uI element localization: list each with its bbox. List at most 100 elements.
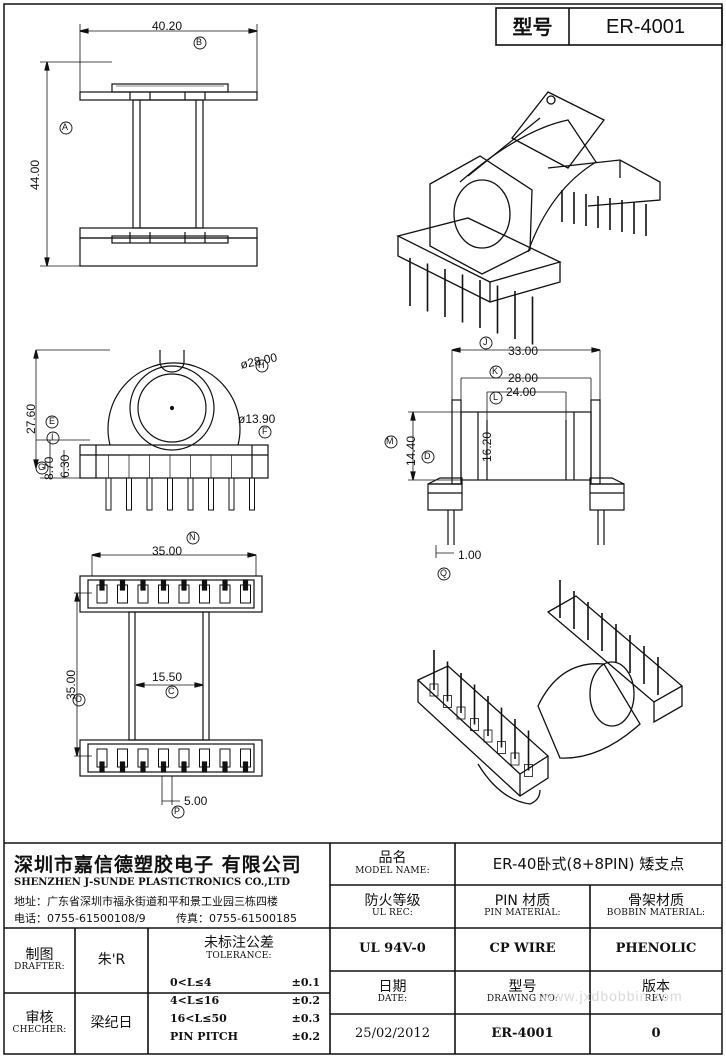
tolerance-range: 16<L≤50 — [170, 1012, 227, 1025]
bobbin-label: 骨架材质 BOBBIN MATERIAL: — [590, 885, 722, 928]
circle-k: K — [492, 366, 499, 376]
pin-dot — [201, 761, 208, 773]
dim-14-40: 14.40 — [404, 435, 418, 466]
tolerance-row: PIN PITCH ±0.2 — [170, 1028, 320, 1046]
dim-15-50: 15.50 — [152, 670, 183, 684]
checker-label-cn: 审核 — [25, 1009, 54, 1026]
date-label-en: DATE: — [377, 994, 408, 1005]
pin — [146, 477, 153, 511]
tolerance-label: 未标注公差 TOLERANCE: — [148, 932, 330, 966]
pin-dot — [140, 579, 146, 591]
pin-label-cn: PIN 材质 — [494, 892, 551, 909]
circle-p: P — [174, 806, 181, 816]
tolerance-range: PIN PITCH — [170, 1030, 239, 1043]
dim-40-20: 40.20 — [152, 19, 183, 33]
tolerance-label-cn: 未标注公差 — [204, 935, 274, 952]
pin — [208, 477, 214, 511]
pin — [187, 477, 194, 511]
circle-h: H — [258, 360, 265, 370]
pin-dot — [140, 761, 146, 773]
circle-i: I — [51, 432, 54, 442]
circle-m: M — [386, 436, 394, 446]
company-address: 地址：广东省深圳市福永街道和平和景工业园三栋四楼 — [14, 895, 278, 908]
dim-44-00: 44.00 — [28, 159, 42, 190]
ul-label: 防火等级 UL REC: — [330, 885, 455, 928]
model-name-value: ER-40卧式(8+8PIN) 矮支点 — [492, 854, 685, 873]
ul-label-cn: 防火等级 — [364, 892, 421, 909]
tolerance-value: ±0.3 — [291, 1012, 320, 1025]
pin-dot — [222, 761, 228, 773]
date-label: 日期 DATE: — [330, 971, 455, 1014]
company-tel: 电话：0755-61500108/9 — [14, 912, 146, 925]
pin-slot — [483, 729, 493, 743]
pin-dot — [242, 761, 249, 773]
tolerance-value: ±0.2 — [291, 994, 320, 1007]
model-name-label-en: MODEL NAME: — [355, 865, 430, 876]
rev-value: 0 — [651, 1025, 661, 1041]
tolerance-row: 4<L≤16 ±0.2 — [170, 992, 320, 1010]
drawing-no-label: 型号 DRAWING NO: — [455, 971, 590, 1014]
drafter-label-cn: 制图 — [25, 946, 54, 963]
pin-label-en: PIN MATERIAL: — [484, 908, 561, 919]
ul-label-en: UL REC: — [371, 908, 414, 919]
circle-a: A — [62, 122, 69, 132]
pin-value: CP WIRE — [489, 941, 556, 957]
pin — [167, 477, 173, 511]
pin-slot — [470, 718, 479, 731]
pin-slot — [429, 683, 439, 697]
dim-27-60: 27.60 — [24, 403, 38, 434]
circle-o: O — [75, 694, 83, 704]
pin-dot — [99, 761, 105, 773]
pin-dot — [160, 761, 167, 773]
dim-35-00-h: 35.00 — [152, 544, 183, 558]
tolerance-range: 4<L≤16 — [170, 994, 220, 1007]
circle-c: C — [168, 686, 175, 696]
tolerance-row: 0<L≤4±0.1 — [170, 974, 320, 992]
dim-1-00: 1.00 — [458, 548, 482, 562]
dim-24-00: 24.00 — [506, 385, 537, 399]
date-value: 25/02/2012 — [355, 1025, 430, 1041]
bobbin-label-en: BOBBIN MATERIAL: — [606, 908, 706, 919]
drafter-value: 朱'R — [97, 951, 126, 968]
circle-q: Q — [440, 568, 448, 578]
pin-dot — [222, 579, 228, 591]
checker-label: 审核 CHECHER: — [4, 993, 75, 1054]
pin-dot — [119, 761, 126, 773]
drawing-no-label-en: DRAWING NO: — [486, 994, 559, 1005]
pin-label: PIN 材质 PIN MATERIAL: — [455, 885, 590, 928]
drafter-label-en: DRAFTER: — [14, 962, 65, 973]
checker-value: 梁纪日 — [90, 1014, 133, 1031]
drawing-no-value: ER-4001 — [491, 1025, 554, 1041]
pin-dot — [119, 579, 126, 591]
pin-dot — [201, 579, 208, 591]
circle-e: E — [49, 416, 56, 426]
circle-b: B — [196, 37, 203, 47]
rev-label-cn: 版本 — [642, 978, 670, 995]
pin-slot — [497, 741, 506, 754]
drawing-no-label-cn: 型号 — [508, 978, 537, 995]
model-name-label-cn: 品名 — [378, 850, 407, 867]
dim-5-00: 5.00 — [184, 794, 208, 808]
dim-phi-13-90: ø13.90 — [238, 412, 276, 426]
dim-16-20: 16.20 — [480, 431, 494, 462]
dim-28-00: 28.00 — [508, 371, 539, 385]
pin-slot — [524, 764, 533, 777]
date-label-cn: 日期 — [378, 978, 407, 995]
circle-g: G — [38, 462, 46, 472]
company-fax: 传真：0755-61500185 — [176, 912, 297, 925]
circle-f: F — [262, 426, 268, 436]
model-name-label: 品名 MODEL NAME: — [330, 843, 455, 885]
bobbin-value: PHENOLIC — [615, 941, 697, 957]
pin-slot — [443, 695, 452, 708]
tolerance-value: ±0.2 — [291, 1030, 320, 1043]
pin-slot — [510, 752, 520, 766]
tolerance-label-en: TOLERANCE: — [206, 950, 272, 961]
dim-6-30: 6.30 — [58, 454, 72, 478]
ul-value: UL 94V-0 — [359, 941, 426, 957]
rev-label-en: REV: — [644, 994, 668, 1005]
circle-l: L — [493, 392, 499, 402]
rev-label: 版本 REV: — [590, 971, 722, 1014]
header-model-label: 型号 — [512, 14, 553, 39]
